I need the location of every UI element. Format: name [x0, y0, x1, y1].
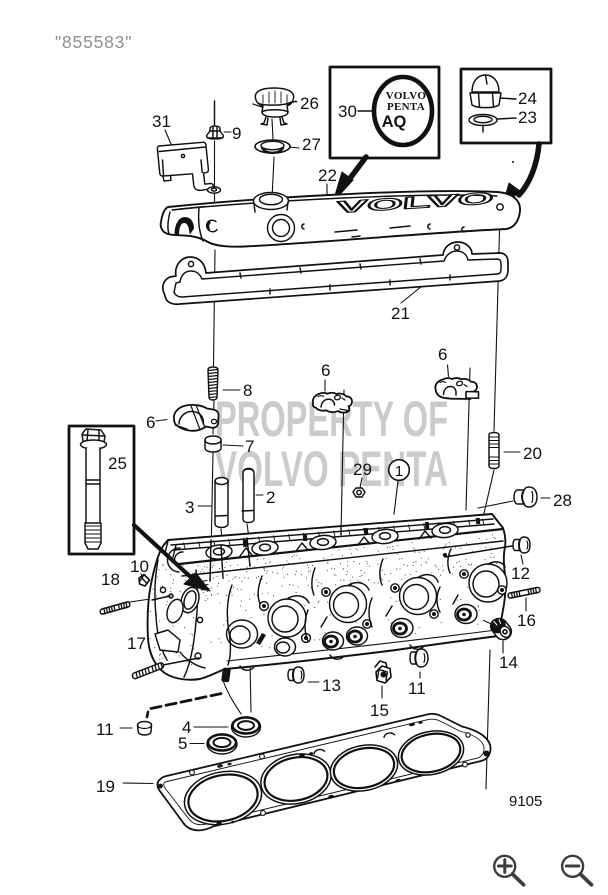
svg-text:14: 14	[499, 653, 518, 672]
svg-text:13: 13	[322, 676, 341, 695]
svg-text:15: 15	[370, 701, 389, 720]
svg-text:30: 30	[338, 102, 357, 121]
svg-text:18: 18	[101, 570, 120, 589]
svg-text:PENTA: PENTA	[387, 101, 425, 113]
svg-text:27: 27	[302, 135, 321, 154]
svg-text:20: 20	[523, 444, 542, 463]
svg-text:28: 28	[553, 491, 572, 510]
svg-text:1: 1	[395, 463, 403, 480]
svg-text:VOLVO: VOLVO	[386, 90, 427, 102]
svg-text:3: 3	[185, 498, 194, 517]
svg-text:6: 6	[438, 345, 447, 364]
svg-text:26: 26	[300, 94, 319, 113]
svg-text:22: 22	[318, 166, 337, 185]
svg-text:7: 7	[245, 437, 254, 456]
svg-text:12: 12	[511, 564, 530, 583]
svg-text:2: 2	[266, 488, 275, 507]
svg-text:8: 8	[243, 381, 252, 400]
svg-text:11: 11	[408, 679, 426, 698]
svg-text:10: 10	[130, 557, 149, 576]
svg-text:17: 17	[127, 634, 146, 653]
svg-text:5: 5	[178, 734, 187, 753]
svg-text:24: 24	[518, 89, 537, 108]
svg-text:9: 9	[232, 124, 241, 143]
svg-text:6: 6	[321, 361, 330, 380]
svg-text:16: 16	[517, 611, 536, 630]
svg-text:25: 25	[108, 454, 127, 473]
svg-text:21: 21	[391, 304, 410, 323]
svg-text:23: 23	[518, 108, 537, 127]
svg-text:29: 29	[353, 460, 372, 479]
svg-text:31: 31	[152, 112, 171, 131]
svg-text:"855583": "855583"	[55, 32, 132, 52]
svg-text:AQ: AQ	[382, 113, 407, 131]
svg-text:11: 11	[96, 720, 114, 739]
svg-text:19: 19	[96, 777, 115, 796]
svg-text:4: 4	[182, 718, 191, 737]
svg-text:9105: 9105	[509, 793, 542, 810]
svg-text:6: 6	[146, 413, 155, 432]
